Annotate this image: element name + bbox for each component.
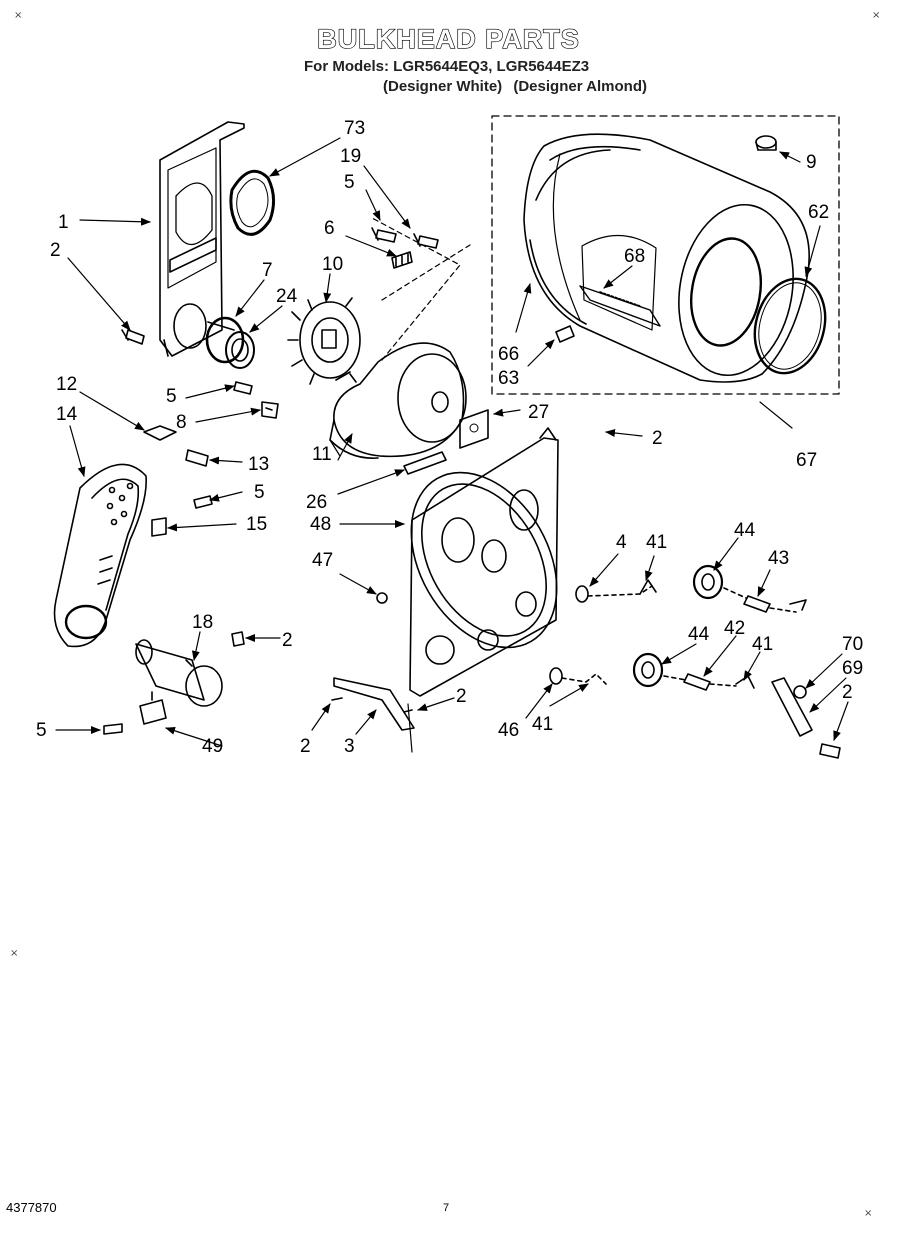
callout-44-lower: 44 [688,624,710,645]
callout-12: 12 [56,374,77,395]
rear-bulkhead-48-part [409,427,559,697]
drum-seal-62-part [753,277,827,375]
drum-assembly-box [491,115,840,395]
nut-47-part [376,592,388,604]
callout-10: 10 [322,254,343,275]
callout-6: 6 [324,218,335,239]
screw-66-part [555,325,575,343]
clip-15-part [151,517,167,537]
callout-13: 13 [248,454,269,475]
callout-3: 3 [344,736,355,757]
callout-2-bottom: 2 [300,736,311,757]
callout-7: 7 [262,260,273,281]
callout-19: 19 [340,146,361,167]
callout-9: 9 [806,152,817,173]
callout-18: 18 [192,612,213,633]
bracket-3-part [333,677,415,731]
blower-housing-part [329,342,467,459]
callout-26: 26 [306,492,327,513]
callout-2-far-right: 2 [842,682,853,703]
callout-68: 68 [624,246,645,267]
roller-assembly-upper [575,564,807,613]
callout-70: 70 [842,634,863,655]
callout-24: 24 [276,286,298,307]
variant-line: (Designer White) (Designer Almond) [383,78,654,95]
bearing-housing-part [173,303,255,369]
callout-5-top: 5 [344,172,355,193]
page-title: BULKHEAD PARTS [317,23,580,54]
callout-63: 63 [498,368,519,389]
callout-2-upper-left: 2 [50,240,61,261]
screw-5-lint-part [193,495,213,509]
callout-2-duct: 2 [282,630,293,651]
registration-mark-bottom-right: × [864,1208,873,1219]
idler-8-part [261,401,279,419]
registration-mark-top-right: × [872,10,881,21]
callout-8: 8 [176,412,187,433]
lint-housing-14-part [53,463,147,648]
screw-5-top-part [371,227,397,243]
shaft-69-part [771,677,813,737]
callout-41-lower: 41 [532,714,553,735]
callout-14: 14 [56,404,78,425]
roller-assembly-lower [549,652,755,691]
callout-47: 47 [312,550,333,571]
gasket-73-part [229,169,275,236]
callout-48: 48 [310,514,331,535]
thermostat-49-part [139,691,167,725]
callout-46: 46 [498,720,519,741]
callout-73: 73 [344,118,365,139]
callout-5-lint: 5 [254,482,265,503]
screw-2-duct-part [231,631,245,647]
screw-5-mid-part [233,381,253,395]
callout-67: 67 [796,450,817,471]
registration-mark-top-left: × [14,10,23,21]
callout-2-bracket: 2 [456,686,467,707]
callout-2-mid-right: 2 [652,428,663,449]
variant-almond: (Designer Almond) [513,78,647,95]
screw-2-right-part [819,743,841,759]
plug-9-part [755,135,777,149]
callout-66: 66 [498,344,519,365]
blower-wheel-part [287,297,361,385]
decal-27-part [459,409,489,449]
bracket-12-part [143,425,177,441]
callout-27: 27 [528,402,549,423]
footer-page-number: 7 [443,1202,450,1214]
callout-11: 11 [312,444,332,465]
variant-white: (Designer White) [383,78,503,95]
callout-41-middle: 41 [752,634,773,655]
callout-69: 69 [842,658,863,679]
screw-2-left-part [121,329,145,345]
callout-41-upper: 41 [646,532,667,553]
callout-49: 49 [202,736,223,757]
callout-42: 42 [724,618,745,639]
screw-19-part [413,233,439,249]
callout-44-upper: 44 [734,520,756,541]
callout-5-bottom: 5 [36,720,47,741]
callout-62: 62 [808,202,829,223]
drum-assembly-part [523,133,810,383]
callout-labels: 73 19 5 1 6 2 10 7 24 9 62 68 66 63 12 1… [36,118,863,757]
callout-43: 43 [768,548,789,569]
duct-18-part [135,639,223,707]
callout-5-mid: 5 [166,386,177,407]
registration-mark-left-mid: × [10,948,19,959]
felt-26-part [403,451,447,475]
callout-4: 4 [616,532,627,553]
screw-13-part [185,449,209,467]
front-panel-bracket-part [159,121,245,357]
footer-part-number: 4377870 [6,1200,57,1215]
callout-15: 15 [246,514,267,535]
clip-6-part [391,251,413,269]
callout-1: 1 [58,212,69,233]
leader-lines [55,137,849,747]
washer-70-part [793,685,807,699]
screw-5-bottom-part [103,723,123,735]
belt-path [371,217,471,361]
models-line: For Models: LGR5644EQ3, LGR5644EZ3 [304,58,590,75]
